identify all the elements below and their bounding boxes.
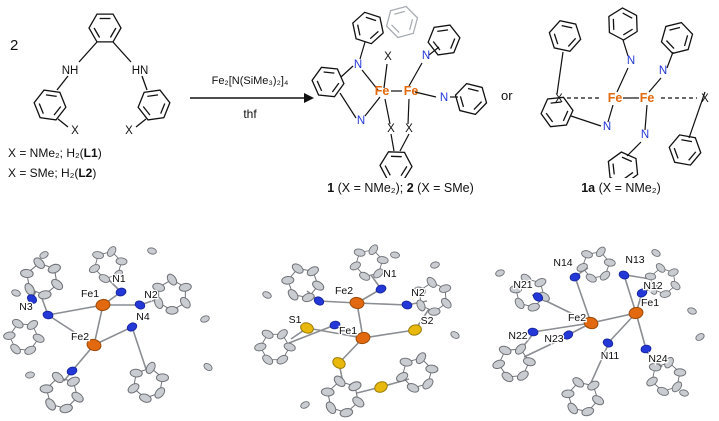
ortep-structure-2: Fe2 N1 N2 S1 Fe1 S2	[253, 240, 462, 421]
ligand-definition-2: X = SMe; H₂(L2)	[8, 166, 96, 180]
fe1-symbol: Fe	[608, 91, 623, 105]
n-amide-label: N	[627, 55, 635, 67]
n2-label: N2	[411, 287, 425, 299]
n21-label: N21	[513, 279, 532, 291]
n-amide-label: N	[659, 65, 667, 77]
reagent-label: Fe₂[N(SiMe₃)₂]₄	[212, 75, 289, 87]
n13-label: N13	[625, 254, 644, 266]
definition-2-text: X = SMe; H₂(	[8, 166, 79, 180]
n22-label: N22	[508, 330, 527, 342]
solvent-label: thf	[243, 107, 257, 121]
n24-label: N24	[648, 353, 667, 365]
fe1-label: Fe1	[339, 325, 357, 337]
ortep-2-nitrogen-atoms	[313, 284, 413, 330]
ligand-atom-labels: NH HN X X	[62, 65, 149, 137]
gray-ring	[382, 3, 422, 41]
fe1-label: Fe1	[81, 288, 99, 300]
compound-2-x: (X = SMe)	[413, 181, 474, 195]
ortep-1-carbon-ellipsoids	[0, 241, 213, 420]
ortep-structure-1: Fe1 N1 N2 N3 N4 Fe2	[0, 241, 213, 420]
product-1a-structure: Fe Fe N N N N X X	[538, 3, 709, 178]
n1-label: N1	[112, 273, 126, 285]
product-1a-x-labels: X X	[555, 93, 709, 105]
reaction-arrow: Fe₂[N(SiMe₃)₂]₄ thf	[190, 75, 314, 121]
n14-label: N14	[553, 257, 572, 269]
nh-right-label: HN	[132, 65, 149, 77]
product-1-x-labels: X X X	[384, 51, 413, 135]
x-donor-label: X	[701, 93, 709, 105]
ortep-3-labels: N14 N13 N21 N12 Fe1 Fe2 N22 N23 N11 N24	[507, 253, 669, 367]
fe2-label: Fe2	[335, 285, 353, 297]
fe1-label: Fe1	[641, 297, 659, 309]
compound-1-x: (X = NMe₂);	[334, 181, 407, 195]
s1-label: S1	[289, 314, 302, 326]
product-1a-fe-labels: Fe Fe	[608, 91, 655, 105]
product-1-structure: Fe Fe N N N N X X X	[309, 3, 491, 178]
n12-label: N12	[643, 280, 662, 292]
n-amide-label: N	[641, 129, 649, 141]
ortep-3-carbon-ellipsoids	[489, 242, 705, 421]
n-amide-label: N	[422, 50, 430, 62]
n-amide-label: N	[357, 115, 365, 127]
product-1-bonds	[339, 41, 458, 152]
stoichiometry-coefficient: 2	[10, 37, 18, 54]
ligand-1-symbol: L1	[83, 146, 98, 160]
x-left-label: X	[71, 125, 79, 137]
n2-label: N2	[144, 289, 158, 301]
fe2-symbol: Fe	[404, 84, 419, 98]
definition-1-close: )	[97, 146, 102, 160]
compound-1a-number: 1a	[581, 181, 596, 195]
definition-1-text: X = NMe₂; H₂(	[8, 146, 84, 160]
product-1a-n-labels: N N N N	[603, 55, 667, 141]
ortep-2-iron-atoms	[349, 296, 371, 345]
ligand-structure: 2 NH HN X X	[10, 13, 173, 137]
ortep-2-sulfur-atoms	[300, 322, 422, 393]
ligand-2-symbol: L2	[78, 166, 93, 180]
ligand-definition-1: X = NMe₂; H₂(L1)	[8, 146, 102, 160]
product-1-n-labels: N N N N	[354, 50, 448, 127]
ortep-1-nitrogen-atoms	[27, 287, 146, 376]
fe2-label: Fe2	[71, 331, 89, 343]
ortep-2-labels: Fe2 N1 N2 S1 Fe1 S2	[287, 267, 435, 339]
product-1a-bonds	[556, 39, 706, 157]
product-1-fe-labels: Fe Fe	[375, 84, 419, 98]
ortep-1-labels: Fe1 N1 N2 N3 N4 Fe2	[18, 272, 159, 345]
n11-label: N11	[601, 350, 620, 362]
product-1-caption: 1 (X = NMe₂); 2 (X = SMe)	[298, 181, 503, 195]
n3-label: N3	[19, 301, 33, 313]
ortep-2-carbon-ellipsoids	[253, 240, 462, 421]
fe1-symbol: Fe	[375, 84, 390, 98]
n1-label: N1	[383, 268, 397, 280]
n-amide-label: N	[440, 92, 448, 104]
compound-1a-x: (X = NMe₂)	[595, 181, 661, 195]
n-amide-label: N	[603, 121, 611, 133]
n23-label: N23	[544, 333, 563, 345]
ligand-bonds	[31, 13, 173, 128]
definition-2-close: )	[92, 166, 97, 180]
ortep-1-iron-atoms	[86, 298, 111, 352]
product-1a-caption: 1a (X = NMe₂)	[523, 181, 719, 195]
nh-left-label: NH	[62, 65, 79, 77]
n-amide-label: N	[354, 59, 362, 71]
fe2-symbol: Fe	[640, 91, 655, 105]
fe2-label: Fe2	[568, 312, 586, 324]
ortep-3-nitrogen-atoms	[527, 270, 652, 354]
n4-label: N4	[136, 311, 150, 323]
ortep-structure-1a: N14 N13 N21 N12 Fe1 Fe2 N22 N23 N11 N24	[489, 242, 705, 421]
compound-1-number: 1	[327, 181, 335, 195]
x-donor-label: X	[387, 123, 395, 135]
x-right-label: X	[125, 125, 133, 137]
compound-2-number: 2	[406, 181, 414, 195]
black-rings	[309, 9, 491, 178]
x-donor-label: X	[405, 123, 413, 135]
or-conjunction: or	[501, 88, 513, 103]
x-donor-label: X	[384, 51, 392, 63]
ortep-3-iron-atoms	[583, 306, 644, 330]
arrow-head	[304, 93, 314, 103]
s2-label: S2	[421, 315, 434, 327]
x-donor-label: X	[555, 93, 563, 105]
